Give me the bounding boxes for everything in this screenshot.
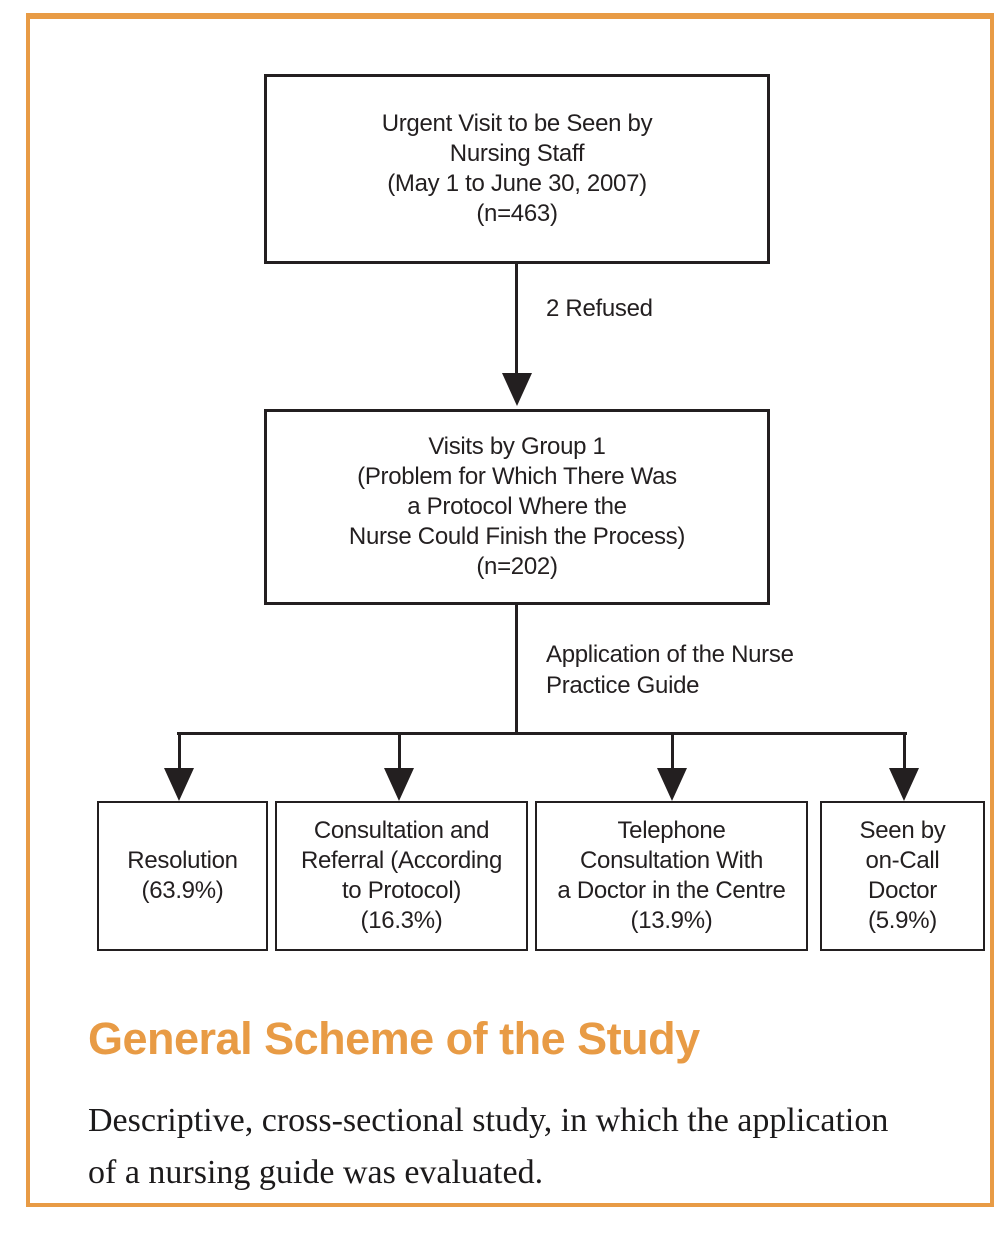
outcome-box-resolution: Resolution (63.9%) <box>97 801 268 951</box>
arrowhead-down-icon <box>164 768 194 801</box>
edge-label-line: Application of the Nurse <box>546 641 794 668</box>
flow-box-line: Consultation and <box>313 817 490 844</box>
flow-box-line: Urgent Visit to be Seen by <box>381 110 653 137</box>
outcome-box-consultation-referral: Consultation and Referral (According to … <box>275 801 528 951</box>
flow-box-line: Resolution <box>127 847 238 874</box>
flow-box-line: Visits by Group 1 <box>428 433 606 460</box>
arrowhead-down-icon <box>384 768 414 801</box>
connector-line-vertical <box>178 732 181 770</box>
flow-box-line: a Protocol Where the <box>407 493 627 520</box>
flow-box-line: (63.9%) <box>141 877 224 904</box>
flow-box-line: a Doctor in the Centre <box>557 877 786 904</box>
flow-box-line: (13.9%) <box>630 907 713 934</box>
flow-box-group1: Visits by Group 1 (Problem for Which The… <box>264 409 770 605</box>
figure-frame: Urgent Visit to be Seen by Nursing Staff… <box>26 13 994 1207</box>
connector-line-vertical <box>515 605 518 733</box>
figure-title: General Scheme of the Study <box>88 1013 700 1064</box>
flow-box-line: (5.9%) <box>868 907 937 934</box>
flow-box-line: Nursing Staff <box>449 140 585 167</box>
flow-box-line: on-Call <box>865 847 940 874</box>
flow-box-line: Referral (According <box>300 847 503 874</box>
arrowhead-down-icon <box>657 768 687 801</box>
flow-box-line: to Protocol) <box>341 877 462 904</box>
figure-caption-line: of a nursing guide was evaluated. <box>88 1154 544 1191</box>
flow-box-line: Nurse Could Finish the Process) <box>348 523 686 550</box>
flow-box-line: (May 1 to June 30, 2007) <box>387 170 647 197</box>
figure-caption-line: Descriptive, cross-sectional study, in w… <box>88 1102 889 1139</box>
flow-box-line: (16.3%) <box>360 907 443 934</box>
connector-line-vertical <box>903 732 906 770</box>
flow-box-line: Seen by <box>859 817 946 844</box>
connector-line-vertical <box>515 264 518 374</box>
flow-box-line: (n=463) <box>476 200 558 227</box>
flow-box-line: (Problem for Which There Was <box>357 463 677 490</box>
edge-label-line: Practice Guide <box>546 672 700 699</box>
figure-caption: Descriptive, cross-sectional study, in w… <box>88 1095 1008 1199</box>
connector-line-vertical <box>398 732 401 770</box>
connector-line-horizontal <box>177 732 907 735</box>
edge-label-refused: 2 Refused <box>546 295 653 322</box>
arrowhead-down-icon <box>502 373 532 406</box>
edge-label-practice-guide: Application of the Nurse Practice Guide <box>546 639 794 701</box>
flow-box-line: Telephone <box>617 817 726 844</box>
arrowhead-down-icon <box>889 768 919 801</box>
flow-box-line: Consultation With <box>580 847 763 874</box>
connector-line-vertical <box>671 732 674 770</box>
flow-box-line: Doctor <box>868 877 937 904</box>
flow-box-urgent-visits: Urgent Visit to be Seen by Nursing Staff… <box>264 74 770 264</box>
outcome-box-telephone-consultation: Telephone Consultation With a Doctor in … <box>535 801 808 951</box>
flow-box-line: (n=202) <box>476 553 558 580</box>
outcome-box-on-call-doctor: Seen by on-Call Doctor (5.9%) <box>820 801 985 951</box>
